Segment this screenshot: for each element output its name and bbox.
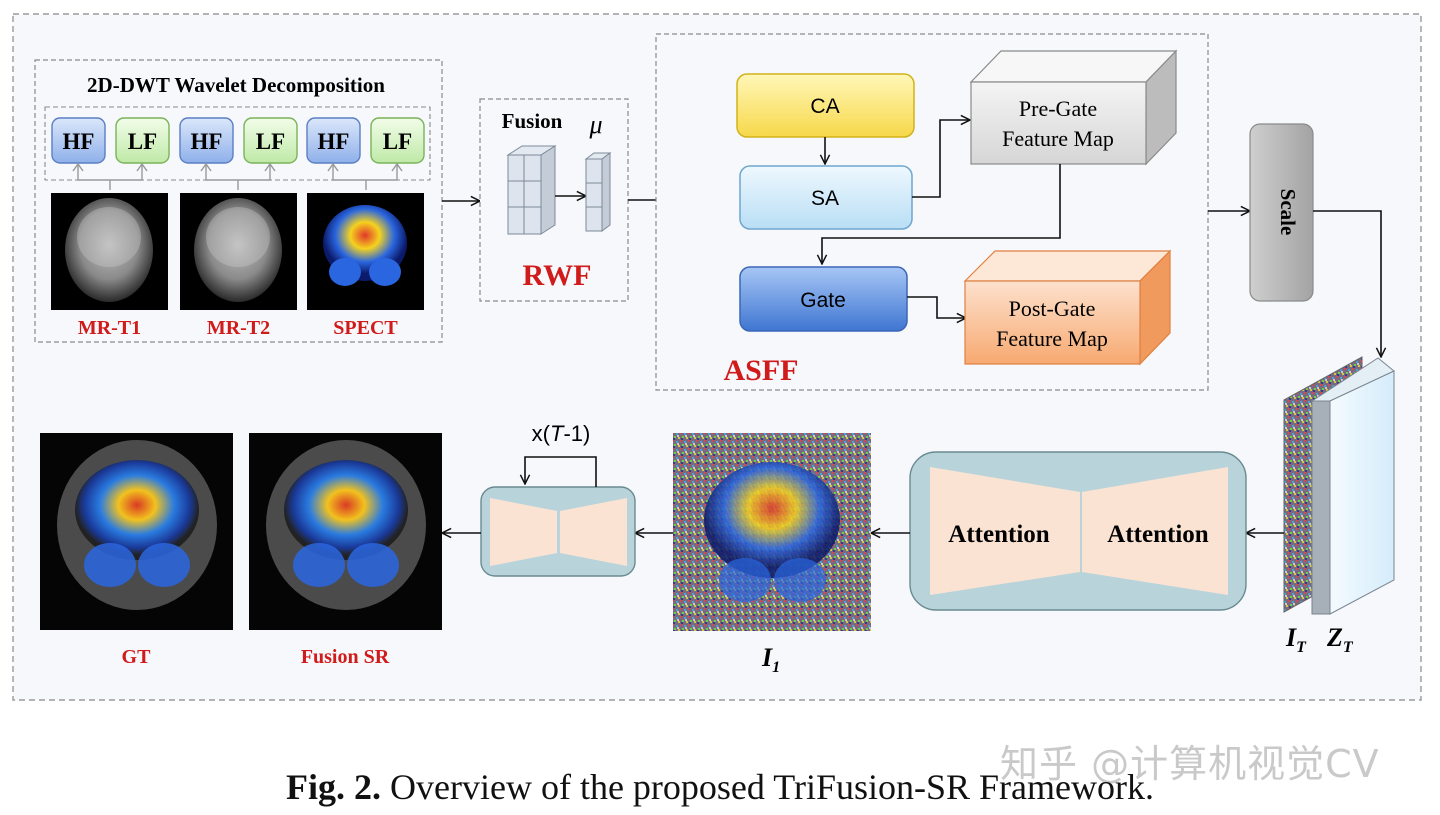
it-label: IT [1285,623,1307,656]
caption-text: Overview of the proposed TriFusion-SR Fr… [381,767,1154,807]
pre-gate-feature-map: Pre-Gate Feature Map [969,49,1178,166]
modality-label: SPECT [333,317,398,339]
attention-unet: Attention Attention [909,451,1247,611]
noise-latents: IT ZT [1283,356,1395,656]
post-gate-line1: Post-Gate [1009,296,1096,321]
coeff-label: LF [128,129,157,154]
sa-label: SA [811,187,839,210]
coeff-label: HF [191,129,223,154]
coeff-label: HF [63,129,95,154]
watermark: 知乎 @计算机视觉CV [1000,742,1380,786]
loop-unet: x(T-1) [480,421,636,577]
coeff-label: HF [318,129,350,154]
pre-gate-line1: Pre-Gate [1019,96,1097,121]
attention-left: Attention [948,521,1049,548]
modality-label: MR-T1 [78,317,141,339]
gate-block [739,266,908,332]
hf-box [306,117,361,164]
figure-caption: Fig. 2. Overview of the proposed TriFusi… [0,766,1440,808]
fusion-label: Fusion [502,109,563,133]
hf-box [51,117,106,164]
coeff-label: LF [256,129,285,154]
asff-label: ASFF [724,354,799,387]
mu-block [584,152,612,232]
coeff-label: LF [383,129,412,154]
lf-box [115,117,170,164]
asff-panel: CA SA Pre-Gate Feature Map Gate Post-Gat… [655,33,1209,391]
gate-label: Gate [800,289,846,312]
zt-label: ZT [1326,623,1354,656]
attention-right: Attention [1107,521,1208,548]
post-gate-line2: Feature Map [996,326,1108,351]
ca-label: CA [810,95,839,118]
mu-label: μ [588,110,602,139]
output-label: Fusion SR [301,646,390,668]
modality-label: MR-T2 [207,317,270,339]
i1-label: I1 [761,643,780,676]
caption-fig: Fig. 2. [286,767,382,807]
loop-label: x(T-1) [532,421,591,446]
hf-box [179,117,234,164]
scale-block: Scale [1249,123,1314,302]
rwf-panel: Fusion μ RWF [479,98,629,302]
fusion-block [506,145,557,235]
lf-box [370,117,425,164]
rwf-label: RWF [523,259,592,292]
dwt-panel: 2D-DWT Wavelet Decomposition HF LF HF LF HF L… [34,59,443,343]
output-label: GT [122,646,152,668]
pre-gate-line2: Feature Map [1002,126,1114,151]
i1-image: I1 [673,433,871,676]
lf-box [243,117,298,164]
scale-label: Scale [1276,189,1300,236]
dwt-title: 2D-DWT Wavelet Decomposition [87,73,385,97]
post-gate-feature-map: Post-Gate Feature Map [963,249,1172,366]
